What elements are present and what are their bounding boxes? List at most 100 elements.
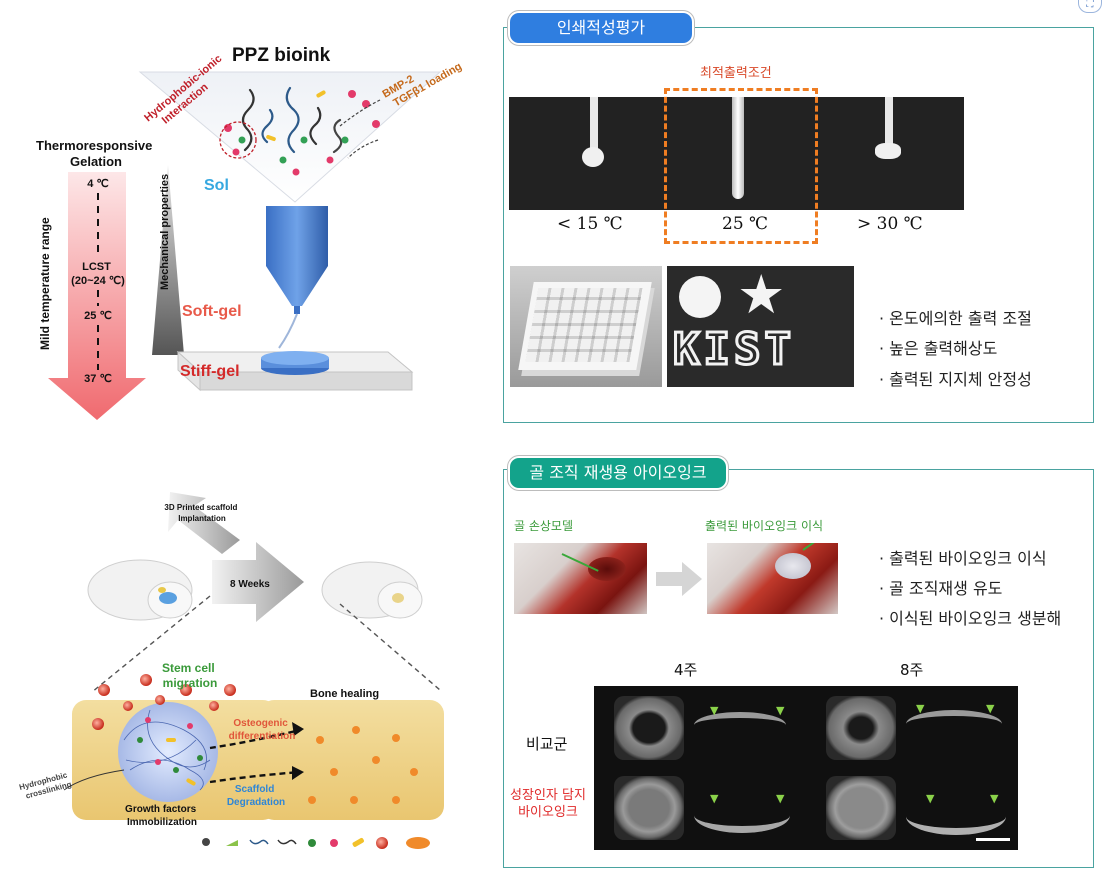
cluster-particles [137,717,203,786]
scaffold-cluster [118,702,218,802]
droplet-cold [582,147,604,167]
regeneration-bullet-1: · 출력된 바이오잉크 이식 [879,549,1047,568]
weeks-label: 8 Weeks [230,579,270,590]
temp-label-cold: < 15 ℃ [557,214,623,234]
molecule-dots [224,90,380,176]
degradation-arrow [209,770,301,784]
temp-label-optimal: 25 ℃ [722,214,769,234]
photo2-label: 출력된 바이오잉크 이식 [705,519,824,533]
osteo-line1: Osteogenic [233,718,288,729]
printability-bullet-3: · 출력된 지지체 안정성 [879,370,1032,389]
temp-label-hot: > 30 ℃ [857,214,923,234]
implant-line1: 3D Printed scaffold [164,503,237,512]
ct-growth-4w-top [614,776,684,840]
ct-control-8w-side [906,710,1002,738]
row-control-label: 비교군 [526,735,568,753]
temp-25: 25 ℃ [84,310,112,322]
marker-7: ▼ [926,792,935,805]
transition-arrow [656,562,702,596]
marker-4: ▼ [986,702,995,715]
mild-temp-label: Mild temperature range [38,217,52,350]
lcst-line2: (20~24 ℃) [71,275,125,287]
temp-4: 4 ℃ [87,178,109,190]
implant-disk [775,553,811,579]
regeneration-bullet-2: · 골 조직재생 유도 [879,579,1003,598]
row-growth-line1: 성장인자 담지 [510,788,586,803]
osteo-line2: differentiation [229,731,296,742]
lcst-line1: LCST [82,261,111,273]
state-soft: Soft-gel [182,303,242,320]
photo1-label: 골 손상모델 [514,519,574,533]
printability-title: 인쇄적성평가 [510,13,692,43]
printability-bullet-1: · 온도에의한 출력 조절 [879,309,1032,328]
ct-control-8w-top [826,696,896,760]
bone-cells [308,726,418,804]
printed-star: ★ [737,266,786,326]
syringe-cone [266,266,328,306]
stem-cell-label: Stem cell migration [162,661,218,690]
microct-grid: ▼ ▼ ▼ ▼ ▼ ▼ ▼ ▼ [594,686,1018,850]
ct-control-4w-top [614,696,684,760]
scale-bar [976,838,1010,841]
printed-shapes-photo: ★ KIST [667,266,854,387]
printability-bullet-2: · 높은 출력해상도 [879,339,998,358]
ct-growth-8w-side [906,798,1006,835]
implant-arrow [168,492,240,554]
legend-icons [202,837,430,849]
state-sol: Sol [204,177,229,194]
filament-cold [590,97,598,152]
row-growth-line2: 바이오잉크 [518,805,578,820]
bone-regeneration-title: 골 조직 재생용 아이오잉크 [510,458,726,488]
growth-line1: Growth factors [125,804,197,815]
weeks-arrow [212,542,304,622]
week4-label: 4주 [674,661,698,679]
scaffold-grid-photo [510,266,662,387]
blob-hot [875,143,901,159]
thermo-line2: Gelation [70,154,122,169]
mech-props-label: Mechanical properties [159,174,171,290]
expand-icon[interactable]: ⛶ [1078,0,1102,13]
marker-3: ▼ [916,702,925,715]
regeneration-bullet-3: · 이식된 바이오잉크 생분해 [879,609,1062,628]
thermo-line1: Thermoresponsive [36,138,152,153]
filament-optimal [732,97,744,199]
ct-control-4w-side [694,712,786,738]
growth-factors-label: Growth factors Immobilization [125,804,199,828]
printed-circle [679,276,721,318]
marker-5: ▼ [710,792,719,805]
bmp-arrow2 [347,139,379,159]
implant-pointer [802,543,829,551]
print-filament-photo [509,97,964,210]
marker-6: ▼ [776,792,785,805]
deg-line2: Degradation [227,797,285,808]
thermo-title: Thermoresponsive Gelation [36,138,156,169]
marker-8: ▼ [990,792,999,805]
osteogenic-label: Osteogenic differentiation [229,718,296,742]
hydrophobic-cross-label: Hydrophobic crosslinking [18,770,73,802]
interaction-zoom-circle [219,121,257,159]
temp-37: 37 ℃ [84,373,112,385]
optimal-condition-box [664,88,818,244]
ct-growth-4w-side [694,798,790,833]
polymer-chains [241,86,343,154]
scaffold-deg-label: Scaffold Degradation [227,784,285,808]
deg-line1: Scaffold [235,784,274,795]
printed-disk-top [261,351,329,365]
marker-2: ▼ [776,704,785,717]
marker-1: ▼ [710,704,719,717]
lcst: LCST (20~24 ℃) [71,261,125,287]
stem-line2: migration [163,676,218,690]
mechanical-triangle [152,165,184,355]
week8-label: 8주 [900,661,924,679]
tissue-right [260,700,444,820]
ppz-bioink-diagram: PPZ bioink Hydrophobic-ionic Interaction… [18,45,464,849]
implanted-bioink-photo [707,543,838,614]
state-stiff: Stiff-gel [180,363,240,380]
filament-hot [885,97,893,145]
row-growth-label: 성장인자 담지 바이오잉크 [506,787,590,821]
syringe-needle [294,306,300,314]
printed-filament [278,313,298,349]
optimal-label: 최적출력조건 [700,66,772,81]
rat-right [321,561,423,619]
implant-label: 3D Printed scaffold Implantation [164,503,239,523]
